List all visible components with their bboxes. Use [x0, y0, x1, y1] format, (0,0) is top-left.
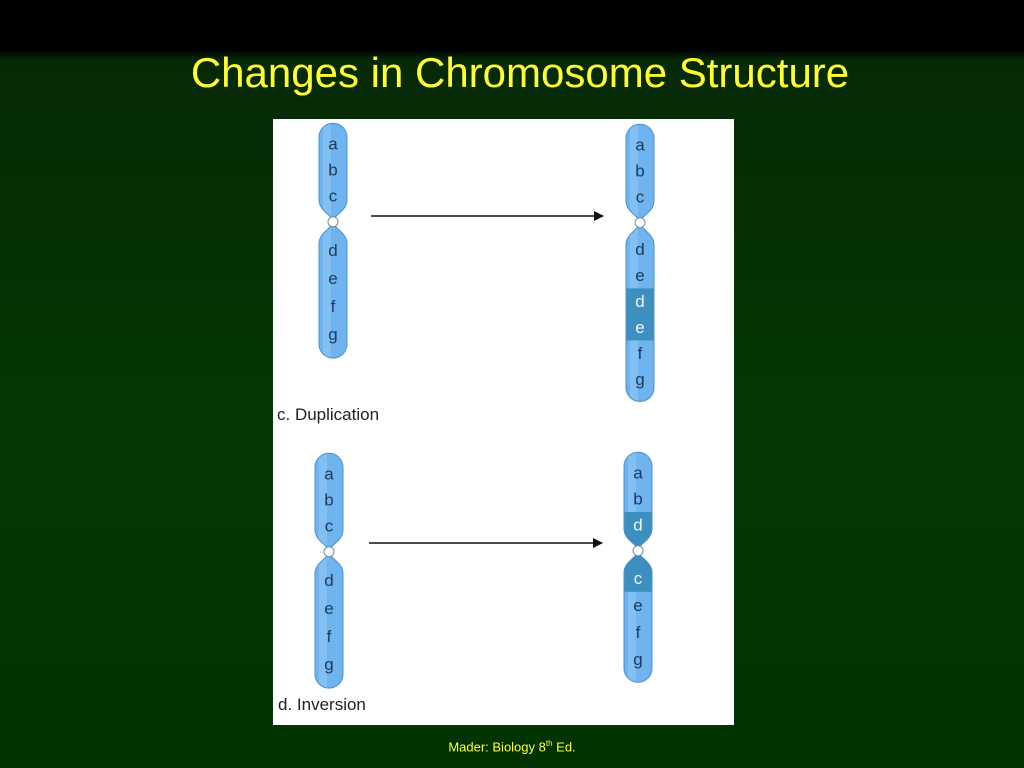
gene-label: g — [633, 650, 642, 669]
gene-label: c — [325, 517, 334, 536]
gene-label: d — [635, 292, 644, 311]
gene-label: f — [638, 344, 643, 363]
centromere — [632, 545, 644, 557]
gene-label: g — [324, 655, 333, 674]
footer-text: Mader: Biology 8 — [448, 739, 546, 755]
gene-label: c — [636, 188, 645, 207]
gene-label: c — [329, 187, 338, 206]
gene-label: b — [328, 161, 337, 180]
gene-label: b — [635, 162, 644, 181]
gene-label: e — [635, 266, 644, 285]
gene-label: a — [635, 136, 645, 155]
gene-label: d — [635, 240, 644, 259]
gene-label: b — [633, 490, 642, 509]
footer-text-end: Ed. — [552, 739, 576, 755]
gene-label: e — [324, 599, 333, 618]
slide-title: Changes in Chromosome Structure — [190, 49, 850, 96]
gene-label: g — [635, 370, 644, 389]
gene-label: b — [324, 491, 333, 510]
gene-label: f — [327, 627, 332, 646]
footer-superscript: th — [545, 739, 553, 748]
gene-label: e — [635, 318, 644, 337]
centromere — [327, 216, 339, 228]
gene-label: a — [324, 465, 334, 484]
gene-label: c — [634, 569, 643, 588]
duplication-caption: c. Duplication — [277, 405, 380, 424]
centromere — [634, 217, 646, 229]
gene-label: f — [331, 297, 336, 316]
gene-label: d — [324, 571, 333, 590]
gene-label: a — [328, 135, 338, 154]
highlighted-segment — [626, 314, 654, 341]
gene-label: e — [328, 269, 337, 288]
inversion-caption: d. Inversion — [278, 695, 366, 714]
footer-citation: Mader: Biology 8th Ed. — [0, 739, 1024, 754]
gene-label: d — [633, 516, 642, 535]
gene-label: e — [633, 596, 642, 615]
centromere — [323, 546, 335, 558]
gene-label: f — [636, 623, 641, 642]
gene-label: d — [328, 241, 337, 260]
gene-label: a — [633, 464, 643, 483]
highlighted-segment — [626, 288, 654, 315]
gene-label: g — [328, 325, 337, 344]
